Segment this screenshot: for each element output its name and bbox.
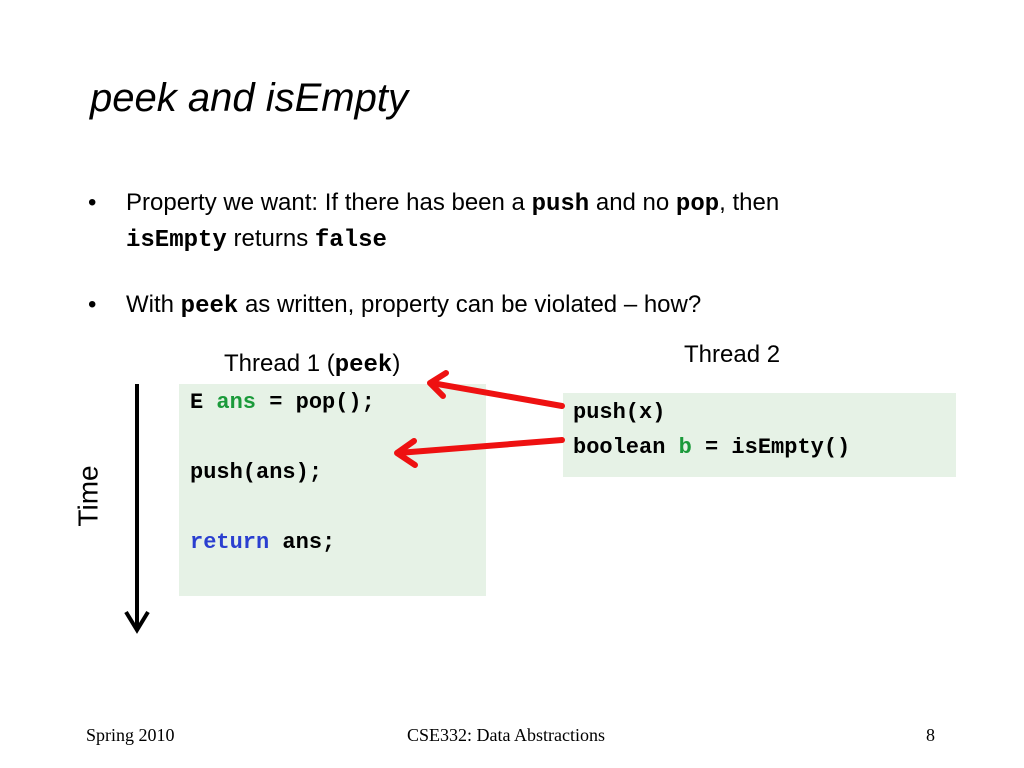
bullet-text: , then <box>719 189 780 216</box>
code-token: ans; <box>269 530 336 555</box>
red-arrow-to-push <box>394 437 565 468</box>
thread1-label: Thread 1 (peek) <box>224 350 400 379</box>
code-token-keyword: return <box>190 530 270 555</box>
code-pop: pop <box>675 191 720 218</box>
code-peek: peek <box>180 293 239 320</box>
bullet-marker: • <box>88 189 97 216</box>
time-axis-label: Time <box>72 465 104 527</box>
code-token: boolean <box>573 435 679 460</box>
footer-course: CSE332: Data Abstractions <box>407 725 605 745</box>
code-line: push(ans); <box>190 455 486 490</box>
code-line: boolean b = isEmpty() <box>573 430 956 465</box>
code-token: = isEmpty() <box>691 435 851 460</box>
code-token: E <box>190 390 217 415</box>
bullet-text: as written, property can be violated – h… <box>238 291 702 318</box>
thread1-label-code: peek <box>334 352 393 379</box>
thread1-label-suffix: ) <box>392 350 401 377</box>
footer-date: Spring 2010 <box>86 725 175 745</box>
code-token-variable: b <box>678 435 692 460</box>
code-isempty: isEmpty <box>126 227 227 254</box>
code-token: push(x) <box>573 400 666 425</box>
code-push: push <box>531 191 590 218</box>
bullet-property: • Property we want: If there has been a … <box>88 186 948 258</box>
thread2-code-box: push(x) boolean b = isEmpty() <box>563 393 956 477</box>
code-line: push(x) <box>573 395 956 430</box>
bullet-list: • Property we want: If there has been a … <box>88 186 948 354</box>
time-arrow <box>124 384 150 634</box>
bullet-text: Property we want: If there has been a <box>126 189 532 216</box>
bullet-text: and no <box>589 189 676 216</box>
code-token-variable: ans <box>216 390 257 415</box>
code-line: E ans = pop(); <box>190 385 486 420</box>
code-token: push(ans); <box>190 460 323 485</box>
bullet-violation: • With peek as written, property can be … <box>88 288 948 324</box>
bullet-marker: • <box>88 291 97 318</box>
slide-title: peek and isEmpty <box>90 76 408 120</box>
code-token: = pop(); <box>256 390 375 415</box>
bullet-text: With <box>126 291 181 318</box>
bullet-text: returns <box>226 225 315 252</box>
thread1-code-box: E ans = pop(); push(ans); return ans; <box>179 384 486 596</box>
red-arrow-to-pop <box>427 370 565 409</box>
footer-page-number: 8 <box>926 725 935 745</box>
code-line: return ans; <box>190 525 486 560</box>
code-false: false <box>314 227 387 254</box>
thread2-label: Thread 2 <box>684 341 781 368</box>
thread1-label-prefix: Thread 1 ( <box>224 350 335 377</box>
